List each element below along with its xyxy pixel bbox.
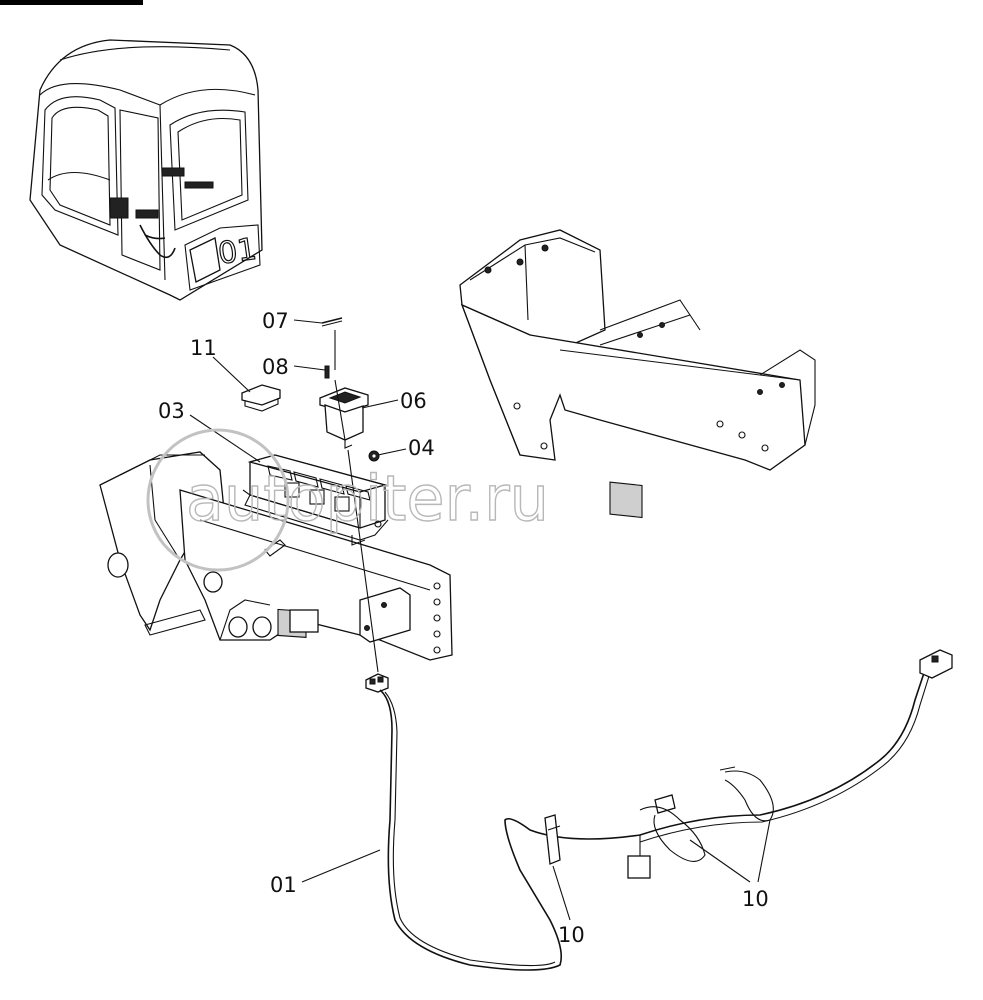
callout-labels: 07 11 08 06 03 04 01 10 10 (158, 309, 769, 947)
callout-04: 04 (408, 436, 435, 460)
callout-06: 06 (400, 389, 427, 413)
switch-06 (319, 387, 369, 449)
callout-11: 11 (190, 336, 217, 360)
callout-08: 08 (262, 355, 289, 379)
wire-pin-07 (321, 317, 343, 327)
cab-badge-label: 01 (216, 232, 259, 272)
watermark-text: autopiter.ru (186, 462, 549, 535)
terminal-08 (324, 365, 330, 379)
right-console-frame (459, 229, 816, 519)
watermark: autopiter.ru (146, 428, 550, 572)
callout-01: 01 (270, 873, 297, 897)
cap-11 (241, 384, 281, 412)
header-bar (0, 0, 143, 5)
nut-04 (368, 450, 380, 462)
cab-overview-illustration: 01 (29, 39, 263, 301)
callout-10-left: 10 (558, 923, 585, 947)
assembly-guide-line (334, 330, 379, 673)
wire-harness (365, 649, 953, 971)
callout-03: 03 (158, 399, 185, 423)
leader-lines (189, 319, 771, 921)
callout-10-right: 10 (742, 887, 769, 911)
callout-07: 07 (262, 309, 289, 333)
circle-a-logo-icon (146, 428, 290, 572)
